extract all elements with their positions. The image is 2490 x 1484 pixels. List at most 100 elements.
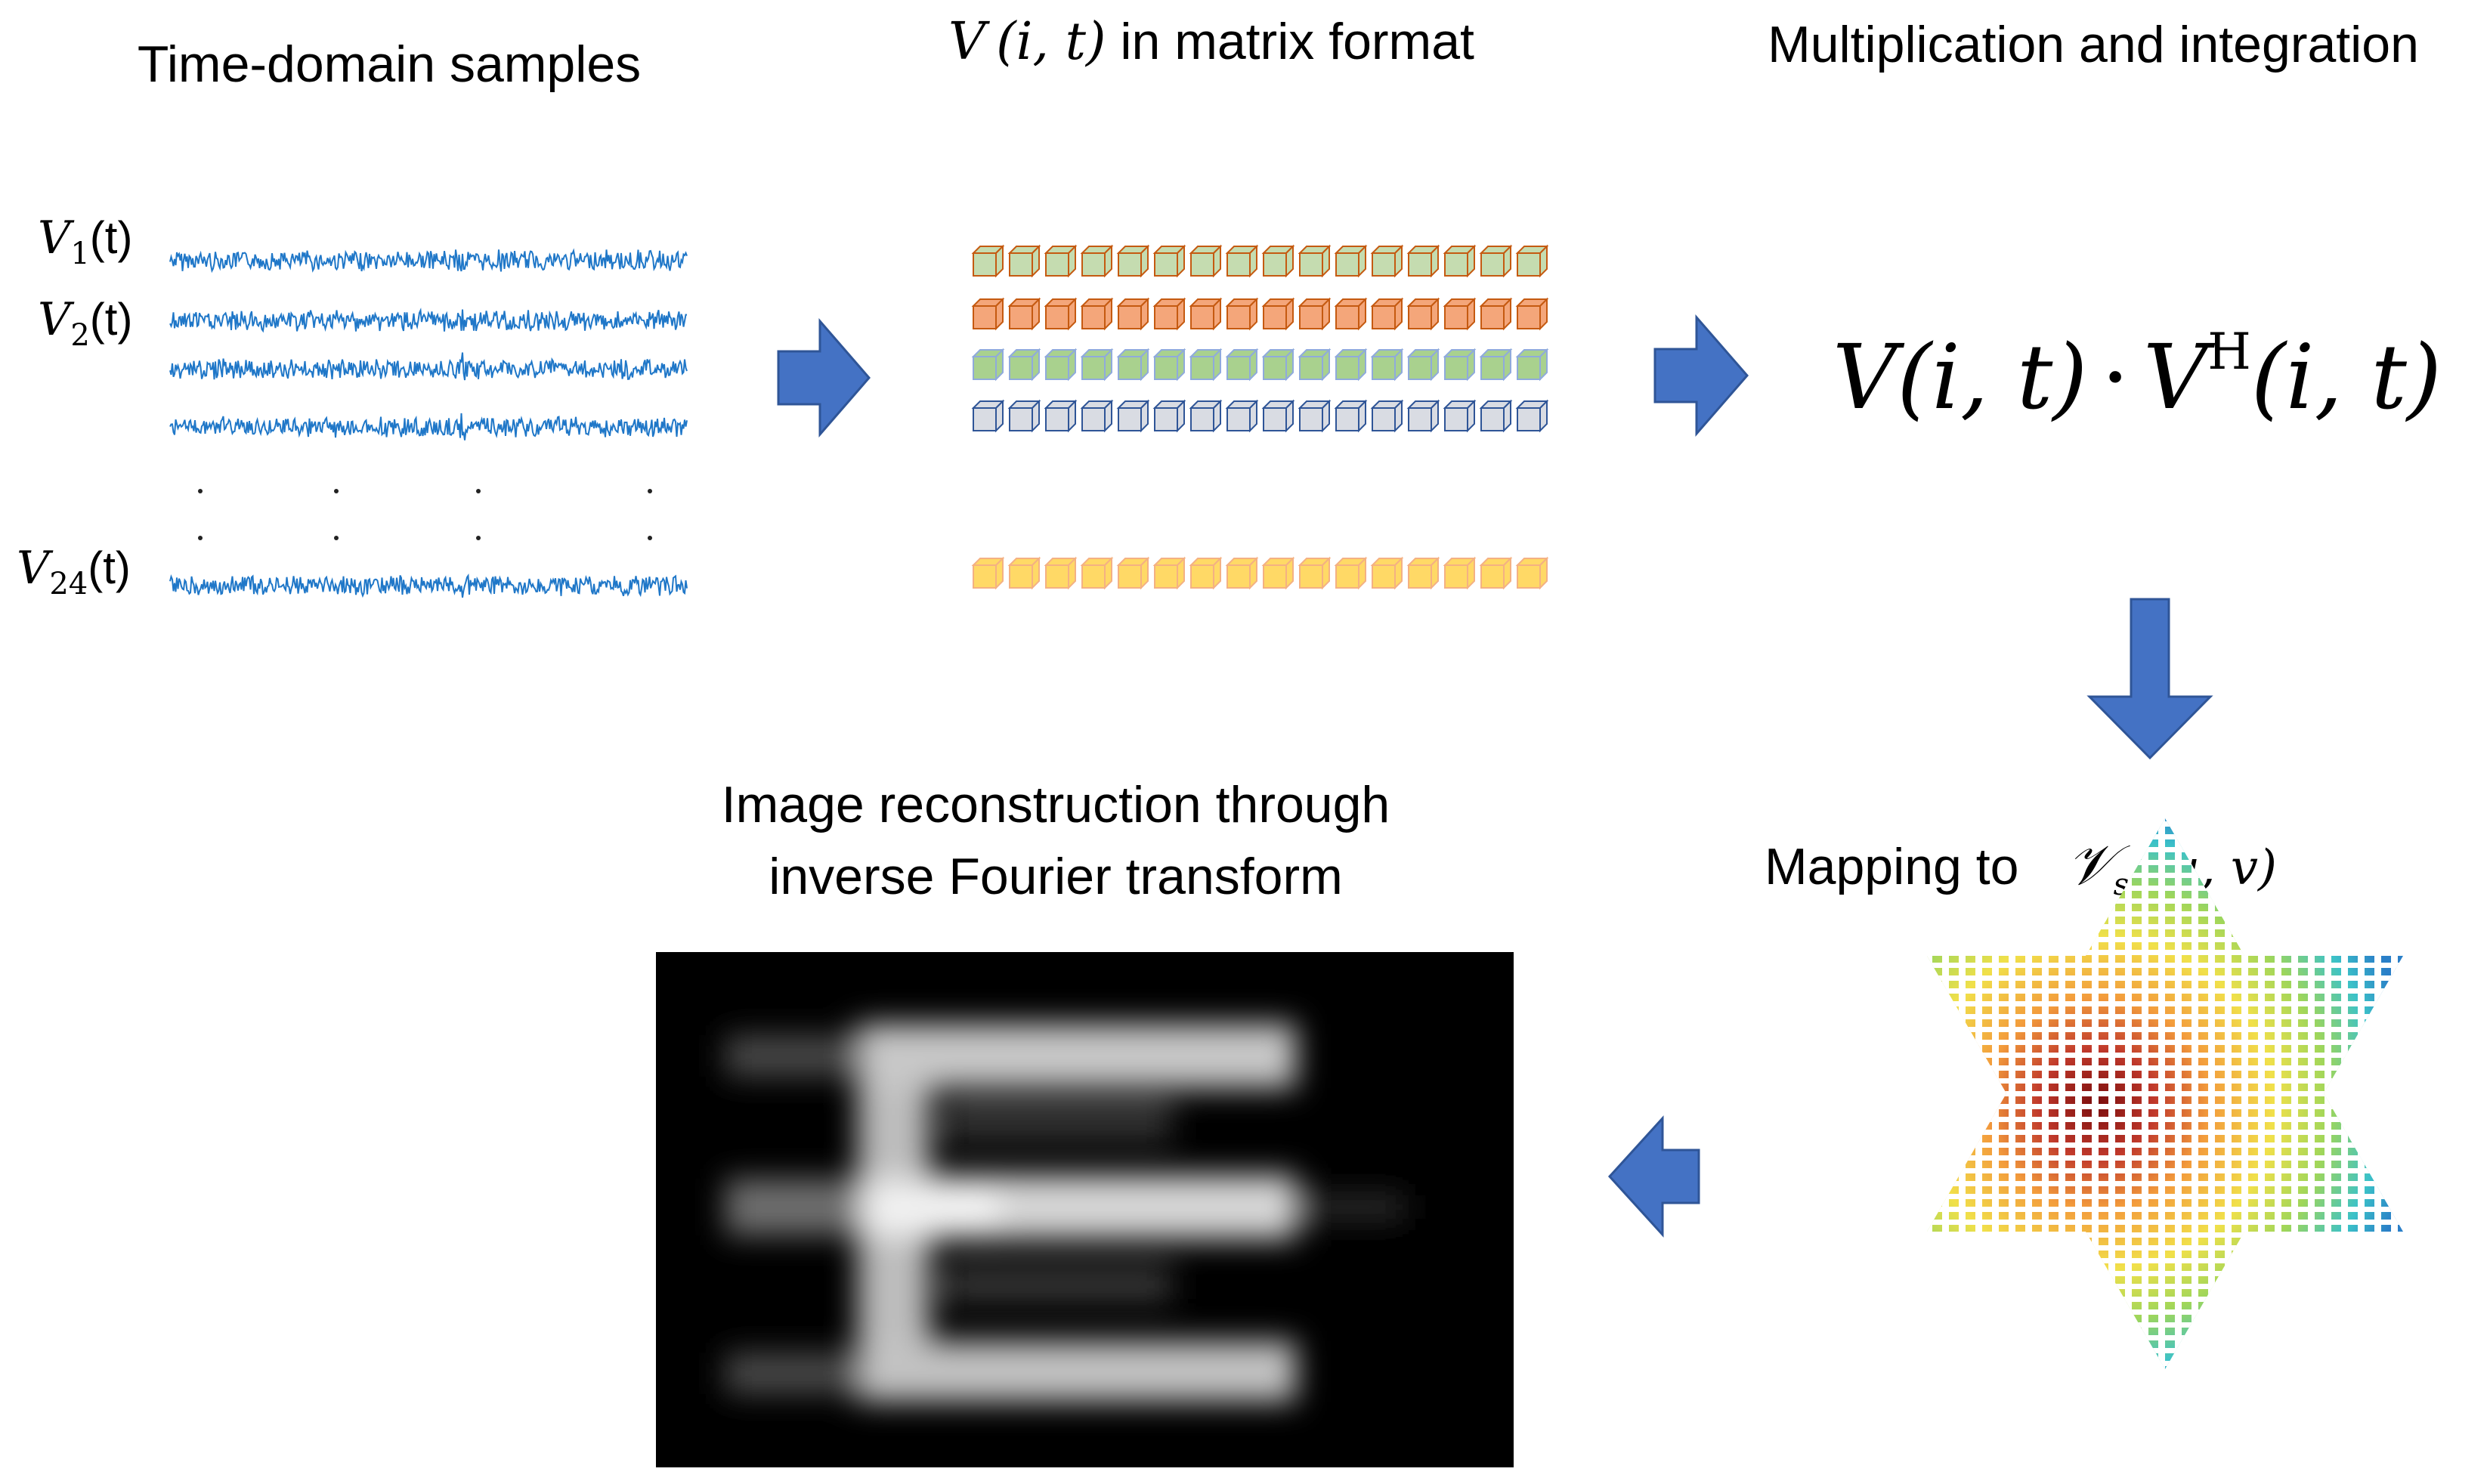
- matrix-cube: [1189, 399, 1223, 433]
- matrix-cube: [1116, 244, 1150, 278]
- matrix-cube: [1298, 556, 1332, 590]
- signal-label-v2: V2(t): [38, 293, 132, 353]
- matrix-cube: [1298, 399, 1332, 433]
- ellipsis-dot: [334, 536, 339, 540]
- matrix-cube: [1370, 556, 1404, 590]
- matrix-cube: [1152, 348, 1186, 382]
- signal-label-v24: V24(t): [17, 542, 131, 601]
- matrix-cube: [1479, 297, 1513, 331]
- ellipsis-dot: [476, 536, 481, 540]
- matrix-cube: [1515, 244, 1549, 278]
- matrix-cube: [1044, 244, 1078, 278]
- signal-ellipsis: [198, 489, 652, 540]
- matrix-cube: [1007, 399, 1041, 433]
- matrix-cube: [971, 244, 1005, 278]
- uv-grid-gap: [2158, 818, 2165, 1369]
- matrix-cube: [1152, 297, 1186, 331]
- formula-dot: ·: [2101, 325, 2130, 429]
- matrix-cube: [1189, 297, 1223, 331]
- matrix-cube: [1189, 348, 1223, 382]
- reconstruction-title-line1: Image reconstruction through: [722, 776, 1390, 833]
- matrix-cube: [1225, 556, 1259, 590]
- uv-grid-gap: [2125, 818, 2132, 1369]
- matrix-cube: [1116, 348, 1150, 382]
- signal-waveform: [169, 574, 688, 598]
- uv-grid-gap: [2142, 818, 2148, 1369]
- matrix-cube: [1443, 399, 1477, 433]
- matrix-cube: [971, 399, 1005, 433]
- formula-lhs: V(i, t): [1833, 325, 2087, 429]
- ellipsis-dot: [198, 536, 203, 540]
- matrix-cube: [1007, 348, 1041, 382]
- uv-grid-gap: [2108, 818, 2115, 1369]
- uv-grid-gap: [2025, 818, 2032, 1369]
- matrix-cube: [1515, 556, 1549, 590]
- matrix-cube: [1370, 297, 1404, 331]
- arrow-right-icon: [777, 317, 871, 438]
- matrix-cube: [1515, 399, 1549, 433]
- matrix-cube: [971, 348, 1005, 382]
- uv-grid-gap: [2042, 818, 2049, 1369]
- matrix-cube: [1044, 556, 1078, 590]
- matrix-cube: [1406, 297, 1440, 331]
- matrix-cube: [1152, 399, 1186, 433]
- matrix-cube: [971, 297, 1005, 331]
- mapping-symbol: 𝒱s: [2067, 833, 2130, 902]
- signal-waveform: [169, 413, 688, 441]
- matrix-cube: [1406, 399, 1440, 433]
- uv-grid-gap: [2241, 818, 2248, 1369]
- matrix-cube: [1225, 244, 1259, 278]
- matrix-cube: [1116, 297, 1150, 331]
- matrix-cube: [1479, 244, 1513, 278]
- matrix-cube: [1007, 556, 1041, 590]
- uv-grid-gap: [2059, 818, 2065, 1369]
- matrix-cube: [1189, 556, 1223, 590]
- matrix-title: V(i, t) in matrix format: [948, 12, 1474, 72]
- reconstructed-image: [656, 952, 1514, 1467]
- matrix-cube: [1152, 556, 1186, 590]
- matrix-cube: [971, 556, 1005, 590]
- matrix-cube: [1116, 399, 1150, 433]
- matrix-title-var: V: [948, 12, 990, 72]
- matrix-cube: [1261, 399, 1295, 433]
- matrix-cube: [1261, 297, 1295, 331]
- mapping-title: Mapping to: [1765, 838, 2018, 895]
- matrix-cube: [1370, 244, 1404, 278]
- matrix-cube: [1152, 244, 1186, 278]
- signal-waveform: [169, 308, 688, 333]
- uv-grid-gap: [1776, 808, 2418, 814]
- formula-rhs-var: V: [2143, 325, 2216, 429]
- matrix-cube: [1080, 556, 1114, 590]
- formula-rhs-args: (i, t): [2251, 325, 2442, 429]
- matrix-cube: [1298, 348, 1332, 382]
- matrix-cube: [1298, 297, 1332, 331]
- uv-grid-gap: [2092, 818, 2099, 1369]
- matrix-cube: [1261, 556, 1295, 590]
- uv-grid-gap: [2009, 818, 2015, 1369]
- formula-rhs-sup: H: [2207, 323, 2251, 381]
- matrix-cube: [1479, 348, 1513, 382]
- ellipsis-dot: [648, 536, 652, 540]
- matrix-cube: [1406, 556, 1440, 590]
- matrix-cube: [1334, 556, 1368, 590]
- uv-grid-gap: [2258, 818, 2265, 1369]
- uv-grid-gap: [2225, 818, 2232, 1369]
- uv-grid-gap: [2308, 818, 2315, 1369]
- matrix-cube: [1007, 244, 1041, 278]
- matrix-cube: [1116, 556, 1150, 590]
- matrix-cube: [1298, 244, 1332, 278]
- matrix-cube: [1334, 348, 1368, 382]
- matrix-cube: [1261, 348, 1295, 382]
- uv-grid-gap: [2175, 818, 2182, 1369]
- uv-grid-gap: [2208, 818, 2215, 1369]
- matrix-cube: [1225, 297, 1259, 331]
- uv-grid-gap: [2408, 801, 2414, 1405]
- time-domain-title: Time-domain samples: [138, 36, 641, 93]
- ellipsis-dot: [648, 489, 652, 493]
- uv-grid-gap: [2275, 818, 2281, 1369]
- uv-grid-gap: [1927, 898, 2403, 904]
- matrix-cube: [1334, 399, 1368, 433]
- formula: V(i, t)·VH(i, t): [1833, 323, 2442, 429]
- matrix-title-args: (i, t): [996, 12, 1106, 72]
